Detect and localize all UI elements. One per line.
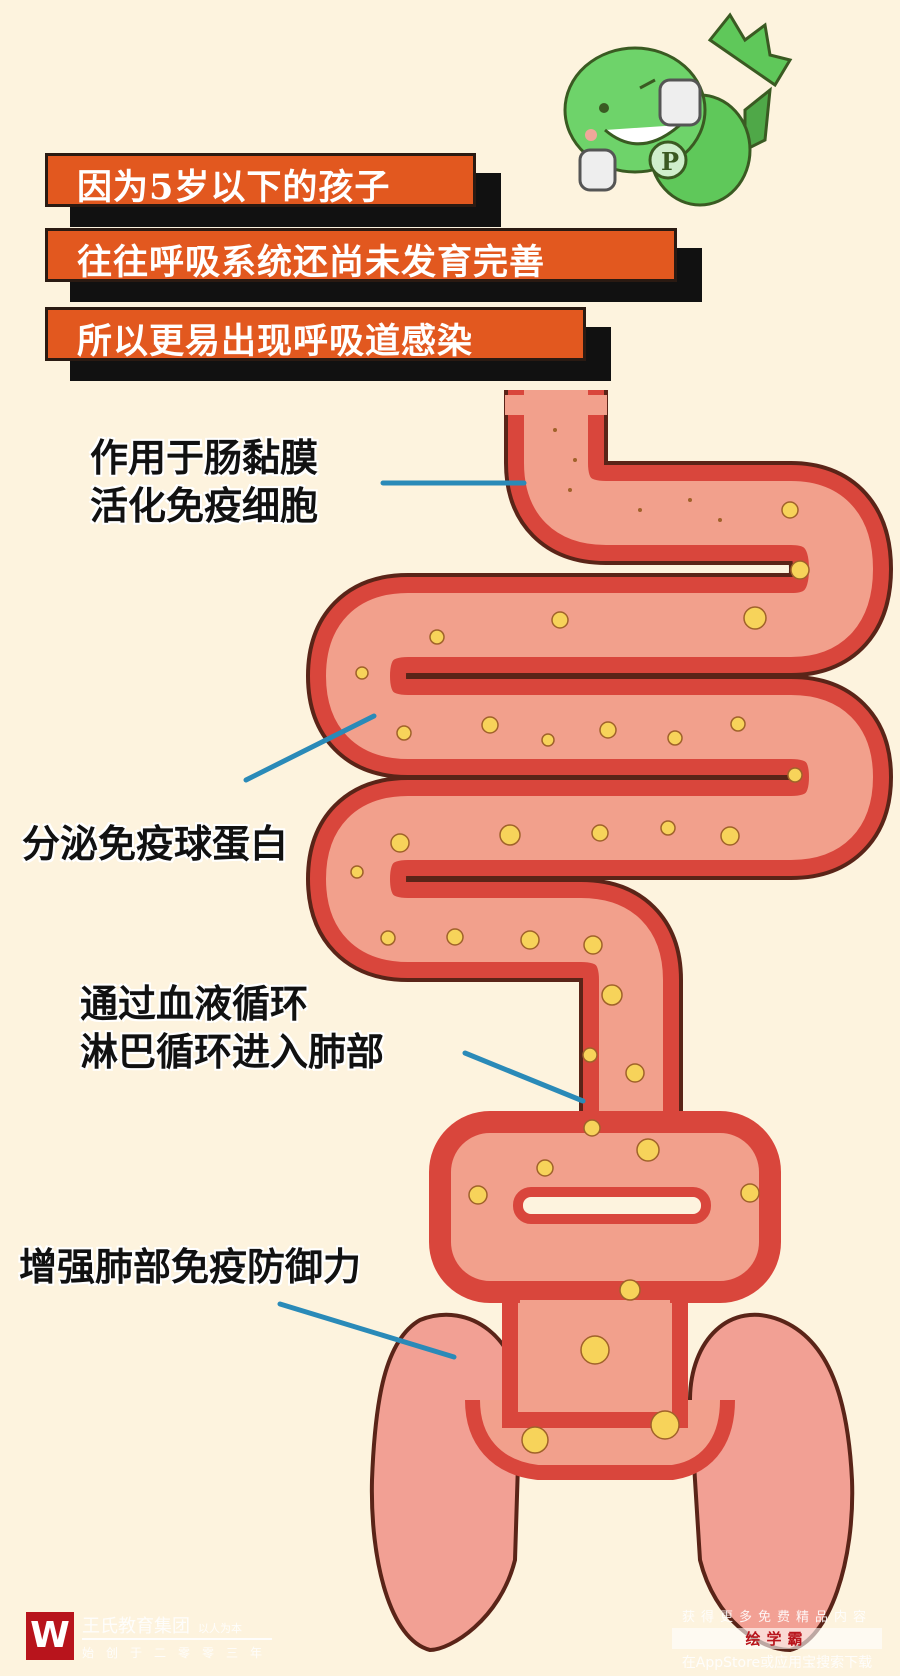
label-lungs: 增强肺部免疫防御力	[19, 1244, 362, 1289]
label-line: 作用于肠黏膜	[90, 435, 319, 480]
label-line: 淋巴循环进入肺部	[80, 1029, 385, 1074]
footer-brand-right: 获得更多免费精品内容 绘学霸 在AppStore或应用宝搜索下载	[672, 1606, 882, 1672]
pointer-lines	[243, 480, 586, 1360]
promo-text: 获得更多免费精品内容	[681, 1610, 872, 1625]
lungs-icon	[369, 1312, 855, 1653]
download-hint: 在AppStore或应用宝搜索下载	[681, 1655, 873, 1671]
app-brand: 绘学霸	[672, 1628, 882, 1649]
dragon-mascot-icon: P	[563, 12, 793, 207]
banner-text: 所以更易出现呼吸道感染	[77, 321, 474, 362]
brand-logo-icon: W	[26, 1612, 74, 1660]
divider	[82, 1638, 272, 1640]
brand-name: 王氏教育集团	[82, 1616, 190, 1637]
banner-text: 因为5岁以下的孩子	[77, 167, 391, 208]
label-intestine: 作用于肠黏膜 活化免疫细胞	[90, 434, 318, 530]
label-line: 活化免疫细胞	[90, 483, 319, 528]
banner-3: 所以更易出现呼吸道感染	[45, 307, 611, 381]
nutrient-dots	[350, 501, 810, 1454]
label-circulation: 通过血液循环 淋巴循环进入肺部	[80, 980, 384, 1076]
banner-text: 往往呼吸系统还尚未发育完善	[77, 242, 546, 283]
brand-subtitle: 始创于二零零三年	[82, 1646, 275, 1660]
banner-2: 往往呼吸系统还尚未发育完善	[45, 228, 702, 302]
intestine-tube	[305, 390, 894, 1340]
label-secrete: 分泌免疫球蛋白	[22, 821, 289, 866]
brand-title: 王氏教育集团以人为本	[82, 1612, 242, 1638]
label-line: 通过血液循环	[80, 981, 309, 1026]
brand-motto: 以人为本	[198, 1622, 242, 1635]
banner-1: 因为5岁以下的孩子	[45, 153, 501, 227]
mascot-badge-letter: P	[661, 147, 679, 176]
